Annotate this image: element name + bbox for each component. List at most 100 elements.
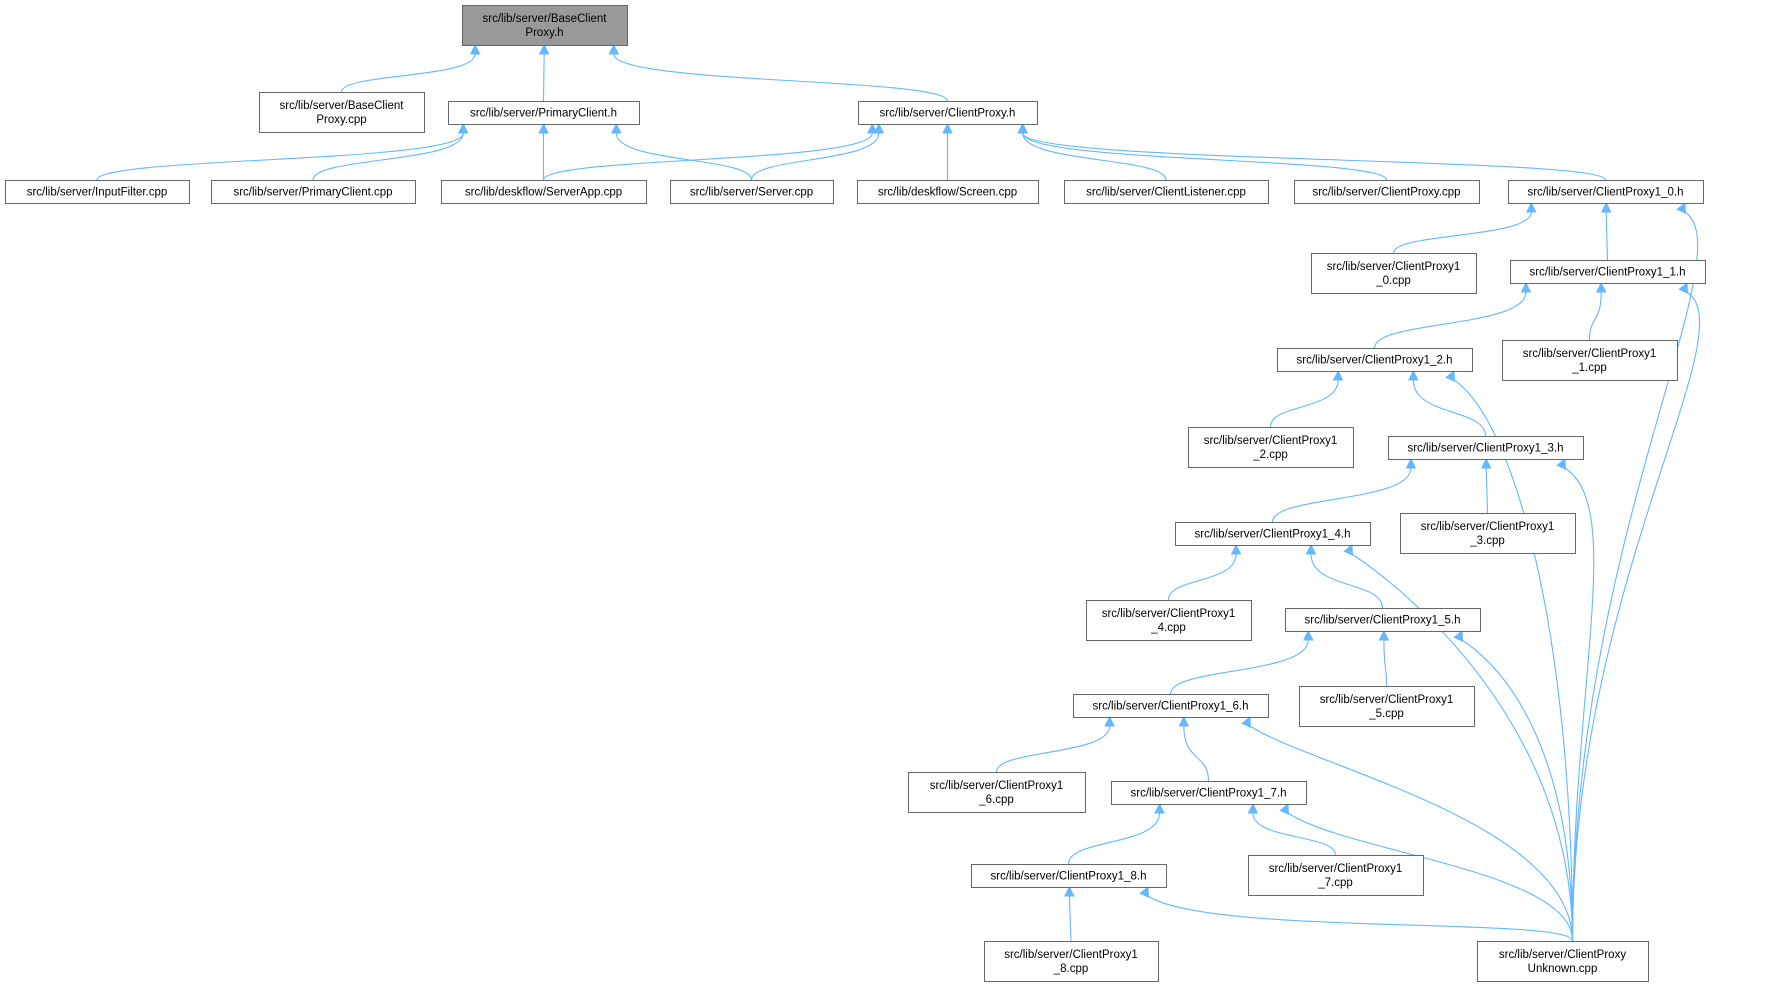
node-primary-h[interactable]: src/lib/server/PrimaryClient.h: [448, 101, 640, 125]
node-label: src/lib/server/BaseClient: [280, 100, 405, 112]
arrowhead-cp14_h: [1305, 543, 1317, 555]
edge-unknown-to-cp12_h: [1453, 379, 1574, 942]
arrowhead-cp10_h: [1525, 201, 1537, 213]
edge-serverapp-to-cp_h: [542, 132, 873, 181]
node-cp18-cpp[interactable]: src/lib/server/ClientProxy1_8.cpp: [984, 941, 1159, 982]
edge-cp17_cpp-to-cp17_h: [1252, 812, 1337, 856]
node-cp14-h[interactable]: src/lib/server/ClientProxy1_4.h: [1175, 522, 1371, 546]
node-cp15-h[interactable]: src/lib/server/ClientProxy1_5.h: [1285, 608, 1481, 632]
node-cp-cpp[interactable]: src/lib/server/ClientProxy.cpp: [1294, 180, 1480, 204]
node-label: _3.cpp: [1469, 535, 1505, 547]
node-box: [1285, 608, 1481, 632]
node-label: src/lib/server/Server.cpp: [690, 187, 813, 199]
node-label: _7.cpp: [1317, 877, 1353, 889]
edge-cp14_h-to-cp13_h: [1271, 467, 1412, 523]
node-screen[interactable]: src/lib/deskflow/Screen.cpp: [857, 180, 1039, 204]
node-box: [462, 5, 628, 46]
node-cp15-cpp[interactable]: src/lib/server/ClientProxy1_5.cpp: [1299, 686, 1475, 727]
arrowhead-cp12_h: [1332, 369, 1344, 381]
edge-unknown-to-cp10_h: [1571, 211, 1699, 942]
arrowhead-cp15_h: [1453, 629, 1463, 642]
node-box: [984, 941, 1159, 982]
node-label: src/lib/server/ClientProxy: [1499, 949, 1626, 961]
node-label: src/lib/server/InputFilter.cpp: [27, 187, 168, 199]
node-cp17-h[interactable]: src/lib/server/ClientProxy1_7.h: [1111, 781, 1307, 805]
node-box: [1299, 686, 1475, 727]
arrowhead-cp13_h: [1556, 457, 1566, 470]
arrowhead-base_h: [538, 43, 550, 55]
edge-cp17_h-to-cp16_h: [1183, 725, 1210, 782]
node-cp16-h[interactable]: src/lib/server/ClientProxy1_6.h: [1073, 694, 1269, 718]
node-box: [1188, 427, 1354, 468]
node-cp13-h[interactable]: src/lib/server/ClientProxy1_3.h: [1388, 436, 1584, 460]
edge-cp13_h-to-cp12_h: [1412, 379, 1487, 437]
node-box: [857, 180, 1039, 204]
arrowhead-cp11_h: [1595, 281, 1607, 293]
node-cp10-cpp[interactable]: src/lib/server/ClientProxy1_0.cpp: [1311, 253, 1477, 294]
node-label: _5.cpp: [1368, 708, 1404, 720]
edge-unknown-to-cp15_h: [1461, 639, 1574, 942]
node-label: src/lib/server/PrimaryClient.h: [470, 108, 617, 120]
node-label: src/lib/server/ClientProxy1: [1421, 521, 1555, 533]
arrowhead-cp15_h: [1302, 629, 1314, 641]
node-box: [1175, 522, 1371, 546]
arrowhead-primary_h: [457, 122, 469, 134]
edge-cp16_h-to-cp15_h: [1169, 639, 1309, 695]
edge-server_cpp-to-cp_h: [750, 132, 880, 181]
node-label: src/lib/deskflow/Screen.cpp: [878, 187, 1017, 199]
node-box: [1277, 348, 1473, 372]
arrowhead-cp16_h: [1178, 715, 1190, 727]
node-cp10-h[interactable]: src/lib/server/ClientProxy1_0.h: [1508, 180, 1704, 204]
node-label: src/lib/server/ClientProxy1: [1004, 949, 1138, 961]
node-cp-h[interactable]: src/lib/server/ClientProxy.h: [858, 101, 1038, 125]
node-box: [211, 180, 416, 204]
node-label: src/lib/server/ClientProxy1: [1204, 435, 1338, 447]
node-box: [1294, 180, 1480, 204]
arrowhead-cp16_h: [1241, 715, 1251, 728]
node-primary-cpp[interactable]: src/lib/server/PrimaryClient.cpp: [211, 180, 416, 204]
arrowhead-cp12_h: [1408, 369, 1419, 381]
node-cp11-cpp[interactable]: src/lib/server/ClientProxy1_1.cpp: [1502, 340, 1678, 381]
node-serverapp[interactable]: src/lib/deskflow/ServerApp.cpp: [441, 180, 647, 204]
node-cp11-h[interactable]: src/lib/server/ClientProxy1_1.h: [1510, 260, 1706, 284]
arrowhead-base_h: [469, 43, 481, 55]
node-label: src/lib/server/ClientProxy1: [1102, 608, 1236, 620]
node-cp18-h[interactable]: src/lib/server/ClientProxy1_8.h: [971, 864, 1167, 888]
arrowhead-cp_h: [942, 122, 953, 134]
edges-layer: [96, 43, 1701, 942]
node-label: src/lib/server/ClientProxy1_5.h: [1305, 615, 1461, 627]
arrowhead-cp_h: [867, 122, 878, 134]
edge-base_cpp-to-base_h: [340, 53, 476, 93]
node-cp17-cpp[interactable]: src/lib/server/ClientProxy1_7.cpp: [1248, 855, 1424, 896]
edge-primary_cpp-to-primary_h: [312, 132, 464, 181]
node-cp14-cpp[interactable]: src/lib/server/ClientProxy1_4.cpp: [1086, 600, 1252, 641]
node-cp16-cpp[interactable]: src/lib/server/ClientProxy1_6.cpp: [908, 772, 1086, 813]
arrowhead-cp14_h: [1230, 543, 1242, 555]
arrowhead-primary_h: [538, 122, 549, 134]
arrowhead-base_h: [608, 43, 620, 55]
node-listener[interactable]: src/lib/server/ClientListener.cpp: [1064, 180, 1269, 204]
node-cp12-cpp[interactable]: src/lib/server/ClientProxy1_2.cpp: [1188, 427, 1354, 468]
edge-cp13_cpp-to-cp13_h: [1485, 467, 1489, 514]
edge-cp10_cpp-to-cp10_h: [1392, 211, 1532, 254]
node-label: src/lib/server/ClientProxy1_8.h: [991, 871, 1147, 883]
node-server-cpp[interactable]: src/lib/server/Server.cpp: [670, 180, 834, 204]
node-label: _1.cpp: [1571, 362, 1607, 374]
node-box: [908, 772, 1086, 813]
node-box: [5, 180, 190, 204]
node-box: [1073, 694, 1269, 718]
arrowhead-cp17_h: [1154, 802, 1165, 814]
arrowhead-cp15_h: [1378, 629, 1390, 641]
node-cp13-cpp[interactable]: src/lib/server/ClientProxy1 _3.cpp: [1400, 513, 1576, 554]
node-box: [1477, 941, 1649, 982]
node-label: src/lib/deskflow/ServerApp.cpp: [465, 187, 622, 199]
arrowhead-cp10_h: [1676, 201, 1686, 214]
arrowhead-cp18_h: [1139, 885, 1149, 898]
node-label: Unknown.cpp: [1528, 963, 1598, 975]
node-cp12-h[interactable]: src/lib/server/ClientProxy1_2.h: [1277, 348, 1473, 372]
node-inputfilter[interactable]: src/lib/server/InputFilter.cpp: [5, 180, 190, 204]
